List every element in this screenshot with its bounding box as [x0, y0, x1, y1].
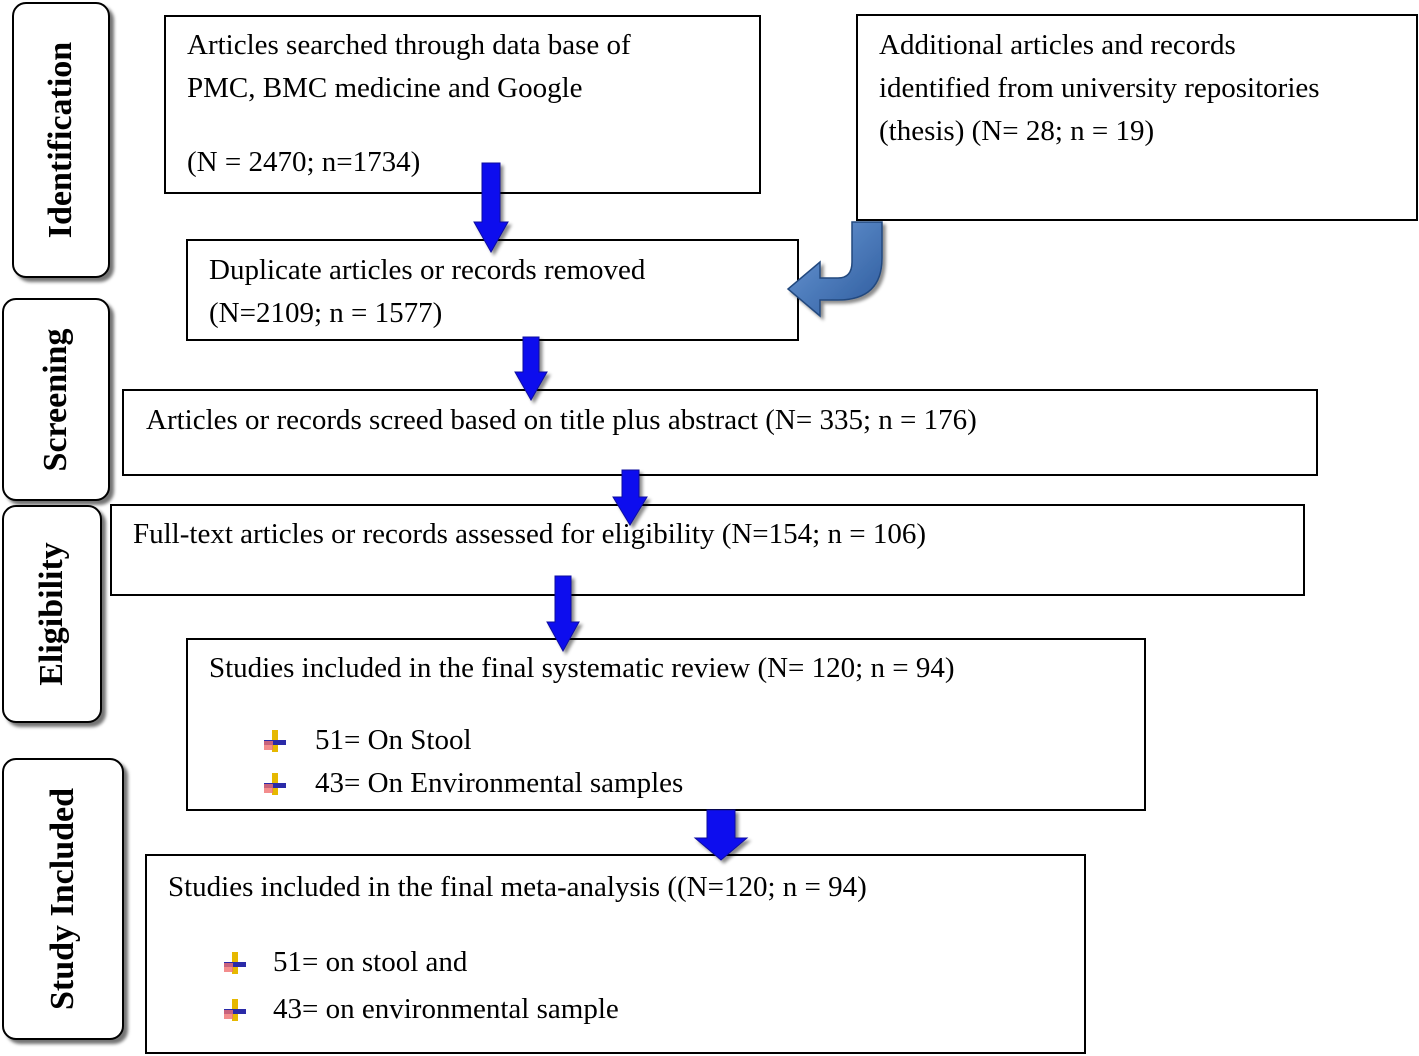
stage-included: Study Included — [2, 758, 124, 1040]
fulltext-box — [110, 504, 1305, 596]
search-line-2: PMC, BMC medicine and Google — [187, 72, 583, 104]
duplicates-box — [186, 239, 799, 341]
bullet-icon — [264, 773, 286, 795]
systematic-bullet-stool: 51= On Stool — [315, 724, 472, 756]
fulltext-text: Full-text articles or records assessed f… — [133, 518, 926, 550]
bullet-icon — [224, 952, 246, 974]
meta-bullet-environment: 43= on environmental sample — [273, 993, 619, 1025]
additional-line-1: Additional articles and records — [879, 29, 1236, 61]
meta-analysis-box — [145, 854, 1086, 1054]
down-arrow-icon — [612, 469, 648, 526]
stage-screening: Screening — [2, 298, 110, 501]
duplicates-line-1: Duplicate articles or records removed — [209, 254, 646, 286]
duplicates-count: (N=2109; n = 1577) — [209, 297, 443, 329]
additional-line-2: identified from university repositories — [879, 72, 1320, 104]
stage-identification: Identification — [12, 2, 110, 278]
down-arrow-icon — [473, 162, 509, 254]
systematic-review-box — [186, 638, 1146, 811]
down-arrow-icon — [693, 809, 749, 861]
stage-eligibility: Eligibility — [2, 505, 102, 723]
additional-box — [856, 14, 1418, 221]
search-box — [164, 15, 761, 194]
additional-count: (thesis) (N= 28; n = 19) — [879, 115, 1155, 147]
search-line-1: Articles searched through data base of — [187, 29, 631, 61]
down-arrow-icon — [514, 336, 548, 402]
curved-arrow-icon — [786, 221, 883, 318]
screened-text: Articles or records screed based on titl… — [146, 404, 977, 436]
down-arrow-icon — [546, 575, 580, 653]
bullet-icon — [264, 730, 286, 752]
search-count: (N = 2470; n=1734) — [187, 146, 421, 178]
bullet-icon — [224, 999, 246, 1021]
screened-box — [122, 389, 1318, 476]
systematic-bullet-environment: 43= On Environmental samples — [315, 767, 684, 799]
meta-analysis-title: Studies included in the final meta-analy… — [168, 871, 867, 903]
systematic-review-title: Studies included in the final systematic… — [209, 652, 955, 684]
meta-bullet-stool: 51= on stool and — [273, 946, 468, 978]
